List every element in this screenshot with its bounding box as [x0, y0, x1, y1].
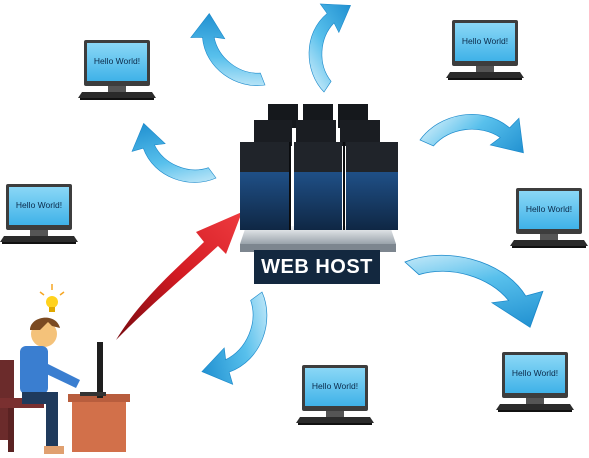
- monitor-screen-text: Hello World!: [312, 381, 358, 391]
- monitor-screen-text: Hello World!: [526, 204, 572, 214]
- monitor-top-left: Hello World!: [78, 40, 156, 100]
- arrow-right-lower: [397, 246, 547, 329]
- monitor-bottom-center: Hello World!: [296, 365, 374, 425]
- web-host-label: WEB HOST: [254, 250, 380, 284]
- monitor-left: Hello World!: [0, 184, 78, 244]
- red-arrow: [116, 212, 242, 340]
- monitor-screen-text: Hello World!: [512, 368, 558, 378]
- arrow-bottom-center: [200, 281, 275, 390]
- arrow-top-center: [304, 1, 359, 94]
- lightbulb-icon: [39, 284, 65, 312]
- monitor-top-right: Hello World!: [446, 20, 524, 80]
- monitor-right-upper: Hello World!: [510, 188, 588, 248]
- arrow-right-upper: [416, 100, 529, 179]
- user-at-desk: [0, 284, 130, 454]
- arrow-top-left: [182, 11, 283, 96]
- monitor-screen-text: Hello World!: [94, 56, 140, 66]
- monitor-screen-text: Hello World!: [16, 200, 62, 210]
- server-rack: [240, 104, 398, 252]
- monitor-bottom-right: Hello World!: [496, 352, 574, 412]
- arrow-left: [127, 122, 226, 190]
- monitor-screen-text: Hello World!: [462, 36, 508, 46]
